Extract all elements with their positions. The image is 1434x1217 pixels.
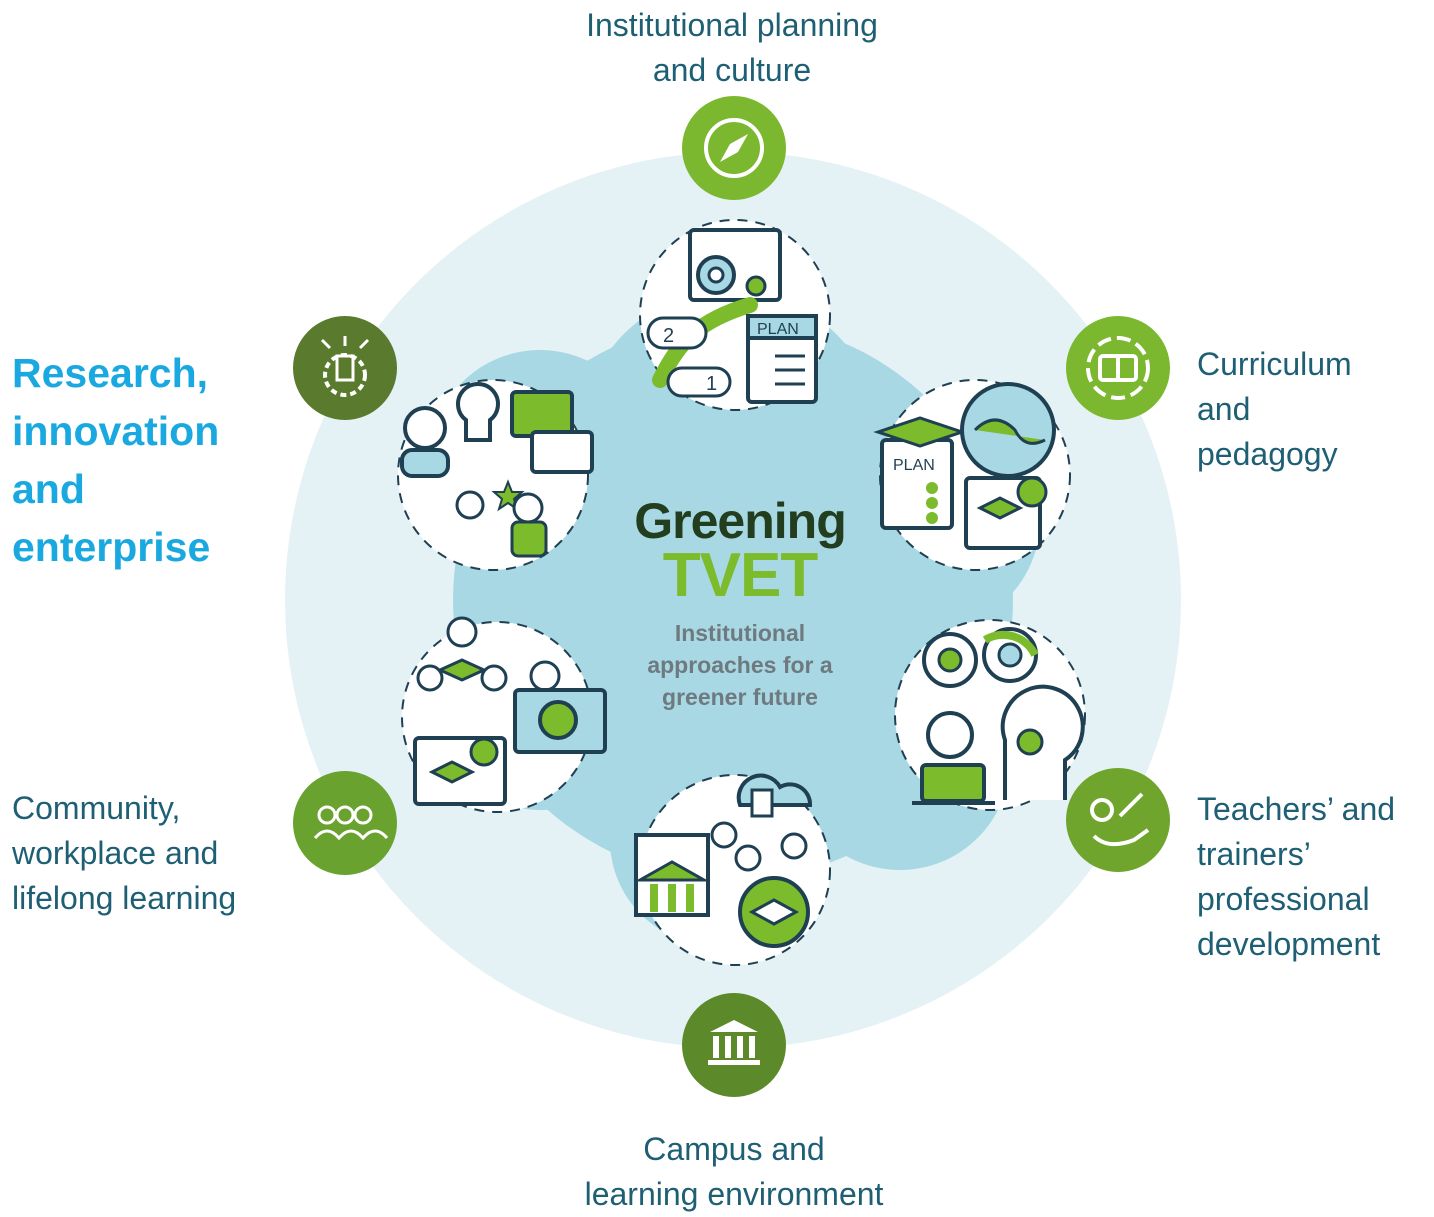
- illustration-campus: [634, 773, 831, 966]
- label-line: Community,: [12, 790, 181, 826]
- label-research[interactable]: Research, innovation and enterprise: [12, 344, 219, 576]
- compass-icon: [704, 118, 764, 178]
- label-line: enterprise: [12, 524, 211, 570]
- label-line: and: [12, 466, 85, 512]
- label-line: Curriculum: [1197, 346, 1352, 382]
- label-line: innovation: [12, 408, 220, 454]
- label-line: professional: [1197, 881, 1370, 917]
- badge-curriculum[interactable]: [1066, 316, 1170, 420]
- step-one-number: 1: [706, 373, 717, 395]
- label-line: and culture: [652, 52, 812, 88]
- label-community[interactable]: Community, workplace and lifelong learni…: [12, 786, 236, 921]
- illustration-community: [401, 616, 607, 813]
- label-line: workplace and: [12, 835, 219, 871]
- badge-research[interactable]: [293, 316, 397, 420]
- label-line: trainers’: [1197, 836, 1311, 872]
- label-line: lifelong learning: [12, 880, 237, 916]
- label-curriculum[interactable]: Curriculum and pedagogy: [1197, 342, 1352, 477]
- center-subtitle-line: approaches for a: [647, 652, 833, 678]
- research-gear-icon: [320, 336, 370, 397]
- badge-teachers[interactable]: [1066, 768, 1170, 872]
- tools-hand-icon: [1090, 792, 1150, 847]
- people-group-icon: [313, 805, 389, 841]
- illustration-curriculum: PLAN: [873, 379, 1071, 571]
- badge-institutional[interactable]: [682, 96, 786, 200]
- label-line: Institutional planning: [586, 7, 878, 43]
- center-subtitle-line: greener future: [662, 684, 818, 710]
- label-teachers[interactable]: Teachers’ and trainers’ professional dev…: [1197, 787, 1395, 967]
- badge-community[interactable]: [293, 771, 397, 875]
- center-highlight: TVET: [662, 541, 818, 610]
- center-label: Greening TVET Institutional approaches f…: [590, 495, 890, 713]
- label-campus[interactable]: Campus and learning environment: [534, 1127, 934, 1217]
- label-line: development: [1197, 926, 1381, 962]
- illustration-planning: 2 1 PLAN: [639, 219, 831, 411]
- center-subtitle: Institutional approaches for a greener f…: [590, 617, 890, 713]
- center-subtitle-line: Institutional: [674, 620, 806, 646]
- illustration-research: [397, 379, 594, 571]
- label-line: and: [1197, 391, 1251, 427]
- label-institutional[interactable]: Institutional planning and culture: [532, 3, 932, 93]
- plan-label-right: PLAN: [893, 457, 935, 474]
- step-two-number: 2: [663, 325, 674, 347]
- label-line: Research,: [12, 350, 209, 396]
- building-columns-icon: [708, 1020, 760, 1065]
- badge-campus[interactable]: [682, 993, 786, 1097]
- label-line: Campus and: [643, 1131, 825, 1167]
- label-line: Teachers’ and: [1197, 791, 1396, 827]
- illustration-teachers: [894, 619, 1086, 811]
- book-icon: [1086, 336, 1150, 400]
- label-line: learning environment: [584, 1176, 884, 1212]
- plan-label-top: PLAN: [757, 321, 799, 338]
- center-title: Greening: [634, 493, 846, 549]
- label-line: pedagogy: [1197, 436, 1338, 472]
